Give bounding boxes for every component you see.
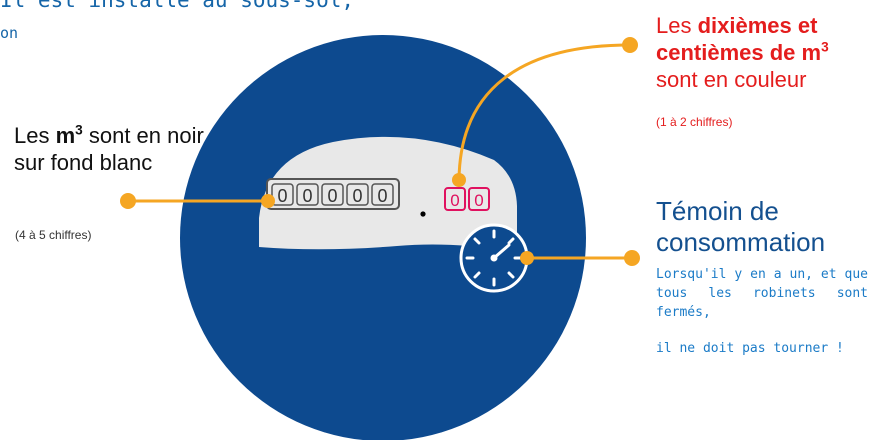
top-caption-fragment: on <box>0 24 19 42</box>
red-digit: 0 <box>444 187 466 211</box>
witness-title: Témoin de consommation <box>656 196 826 257</box>
black-digit: 0 <box>296 183 319 206</box>
connector-witness <box>520 250 640 266</box>
svg-text:0: 0 <box>474 191 483 210</box>
red-digits: 0 0 <box>444 187 490 211</box>
m3-label: Les m3 sont en noir sur fond blanc <box>14 122 204 175</box>
svg-text:0: 0 <box>352 186 362 206</box>
svg-text:0: 0 <box>327 186 337 206</box>
witness-dial <box>459 223 529 293</box>
svg-text:0: 0 <box>302 186 312 206</box>
connector-m3 <box>120 193 275 209</box>
top-caption: Il est installé au sous-sol, <box>0 0 355 12</box>
black-digits: 0 0 0 0 0 <box>266 178 400 210</box>
witness-description: Lorsqu'il y en a un, et que tous les rob… <box>656 267 868 320</box>
black-digit: 0 <box>371 183 394 206</box>
decimal-point <box>420 211 426 217</box>
red-digit: 0 <box>468 187 490 211</box>
svg-text:0: 0 <box>377 186 387 206</box>
black-digit: 0 <box>346 183 369 206</box>
decimals-note: (1 à 2 chiffres) <box>656 115 733 129</box>
black-digit: 0 <box>321 183 344 206</box>
connector-decimals <box>452 37 638 187</box>
svg-text:0: 0 <box>277 186 287 206</box>
decimals-label: Les dixièmes et centièmes de m3 sont en … <box>656 13 829 92</box>
svg-text:0: 0 <box>450 191 459 210</box>
m3-note: (4 à 5 chiffres) <box>15 228 92 242</box>
black-digit: 0 <box>271 183 294 206</box>
witness-description-end: il ne doit pas tourner ! <box>656 341 844 356</box>
